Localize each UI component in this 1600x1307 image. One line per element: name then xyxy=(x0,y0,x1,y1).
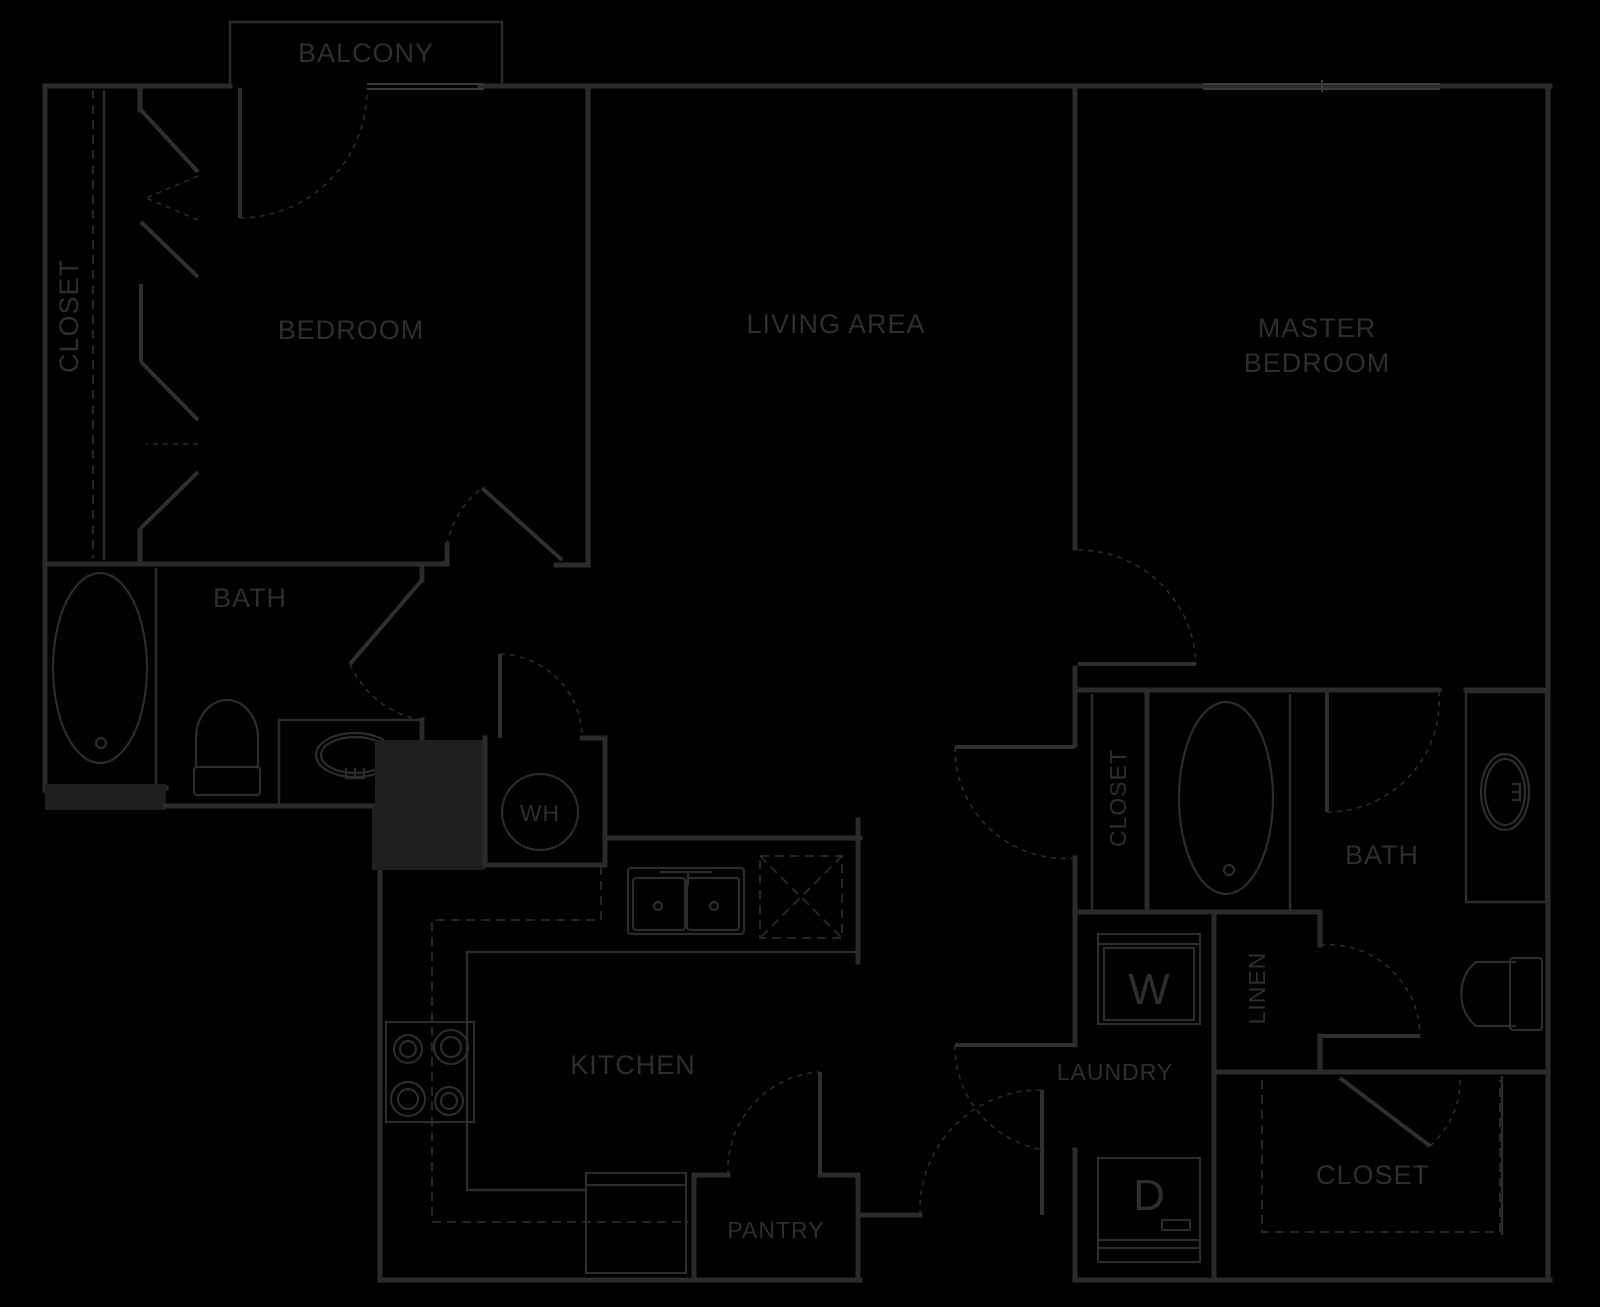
closet-left-label: CLOSET xyxy=(54,259,84,373)
washer-label: W xyxy=(1128,965,1170,1014)
pantry-label: PANTRY xyxy=(727,1217,824,1243)
kitchen xyxy=(384,817,863,1275)
kitchen-label: KITCHEN xyxy=(570,1050,696,1080)
pantry xyxy=(691,1071,923,1283)
master-bath xyxy=(1072,687,1551,1032)
closet-master-label: CLOSET xyxy=(1316,1160,1430,1190)
laundry xyxy=(1096,909,1217,1283)
linen-label: LINEN xyxy=(1244,952,1270,1025)
central-walls xyxy=(919,85,1197,1283)
exterior-walls xyxy=(42,83,1553,1283)
master-bedroom-label-line1: MASTER xyxy=(1258,313,1377,343)
water-heater-closet xyxy=(482,653,608,868)
bath-right-label: BATH xyxy=(1345,840,1419,870)
water-heater-label: WH xyxy=(520,800,560,826)
window xyxy=(1203,80,1440,92)
living-area-label: LIVING AREA xyxy=(746,309,925,339)
chase xyxy=(372,740,485,870)
closet-middle-label: CLOSET xyxy=(1105,749,1131,847)
balcony-label: BALCONY xyxy=(298,38,434,68)
room-labels: BALCONY CLOSET BEDROOM LIVING AREA MASTE… xyxy=(54,38,1430,1243)
linen-and-closet xyxy=(1211,909,1551,1235)
bedroom-label: BEDROOM xyxy=(278,315,425,345)
bath-left-label: BATH xyxy=(213,583,287,613)
bedroom-walls xyxy=(42,85,591,568)
dryer-label: D xyxy=(1133,1171,1165,1220)
laundry-label: LAUNDRY xyxy=(1057,1059,1174,1085)
master-bedroom-label-line2: BEDROOM xyxy=(1244,348,1391,378)
balcony xyxy=(228,20,504,90)
